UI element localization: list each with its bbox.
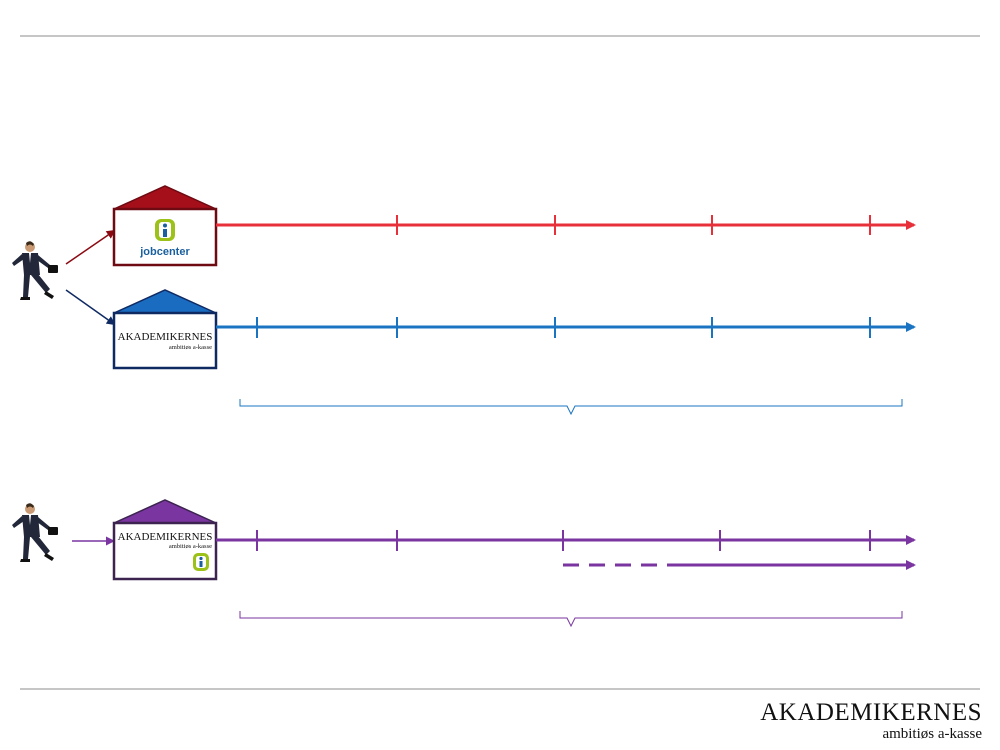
akademikernes-tagline-blue: ambitiøs a-kasse bbox=[169, 344, 212, 351]
brace-purple bbox=[239, 611, 903, 628]
akademikernes-tagline-purple: ambitiøs a-kasse bbox=[169, 543, 212, 550]
arrow-to-jobcenter bbox=[65, 229, 116, 265]
businessman-figure-top bbox=[12, 241, 58, 300]
jobcenter-i-icon-small bbox=[193, 553, 209, 571]
brace-blue bbox=[239, 399, 903, 416]
jobcenter-i-icon bbox=[155, 219, 175, 241]
akademikernes-brand-purple: AKADEMIKERNES bbox=[118, 531, 213, 543]
jobcenter-house: jobcenter bbox=[112, 185, 218, 267]
businessman-figure-bottom bbox=[12, 503, 58, 562]
akademikernes-brand-blue: AKADEMIKERNES bbox=[118, 331, 213, 343]
arrow-to-akademikernes bbox=[65, 289, 116, 326]
footer-tagline: ambitiøs a-kasse bbox=[882, 726, 982, 742]
akademikernes-house-blue: AKADEMIKERNES ambitiøs a-kasse bbox=[112, 289, 218, 370]
akademikernes-house-purple: AKADEMIKERNES ambitiøs a-kasse bbox=[112, 499, 218, 581]
jobcenter-logo-text: jobcenter bbox=[139, 246, 190, 258]
footer-brand: AKADEMIKERNES bbox=[760, 699, 982, 726]
footer-logo: AKADEMIKERNES ambitiøs a-kasse bbox=[760, 699, 982, 743]
